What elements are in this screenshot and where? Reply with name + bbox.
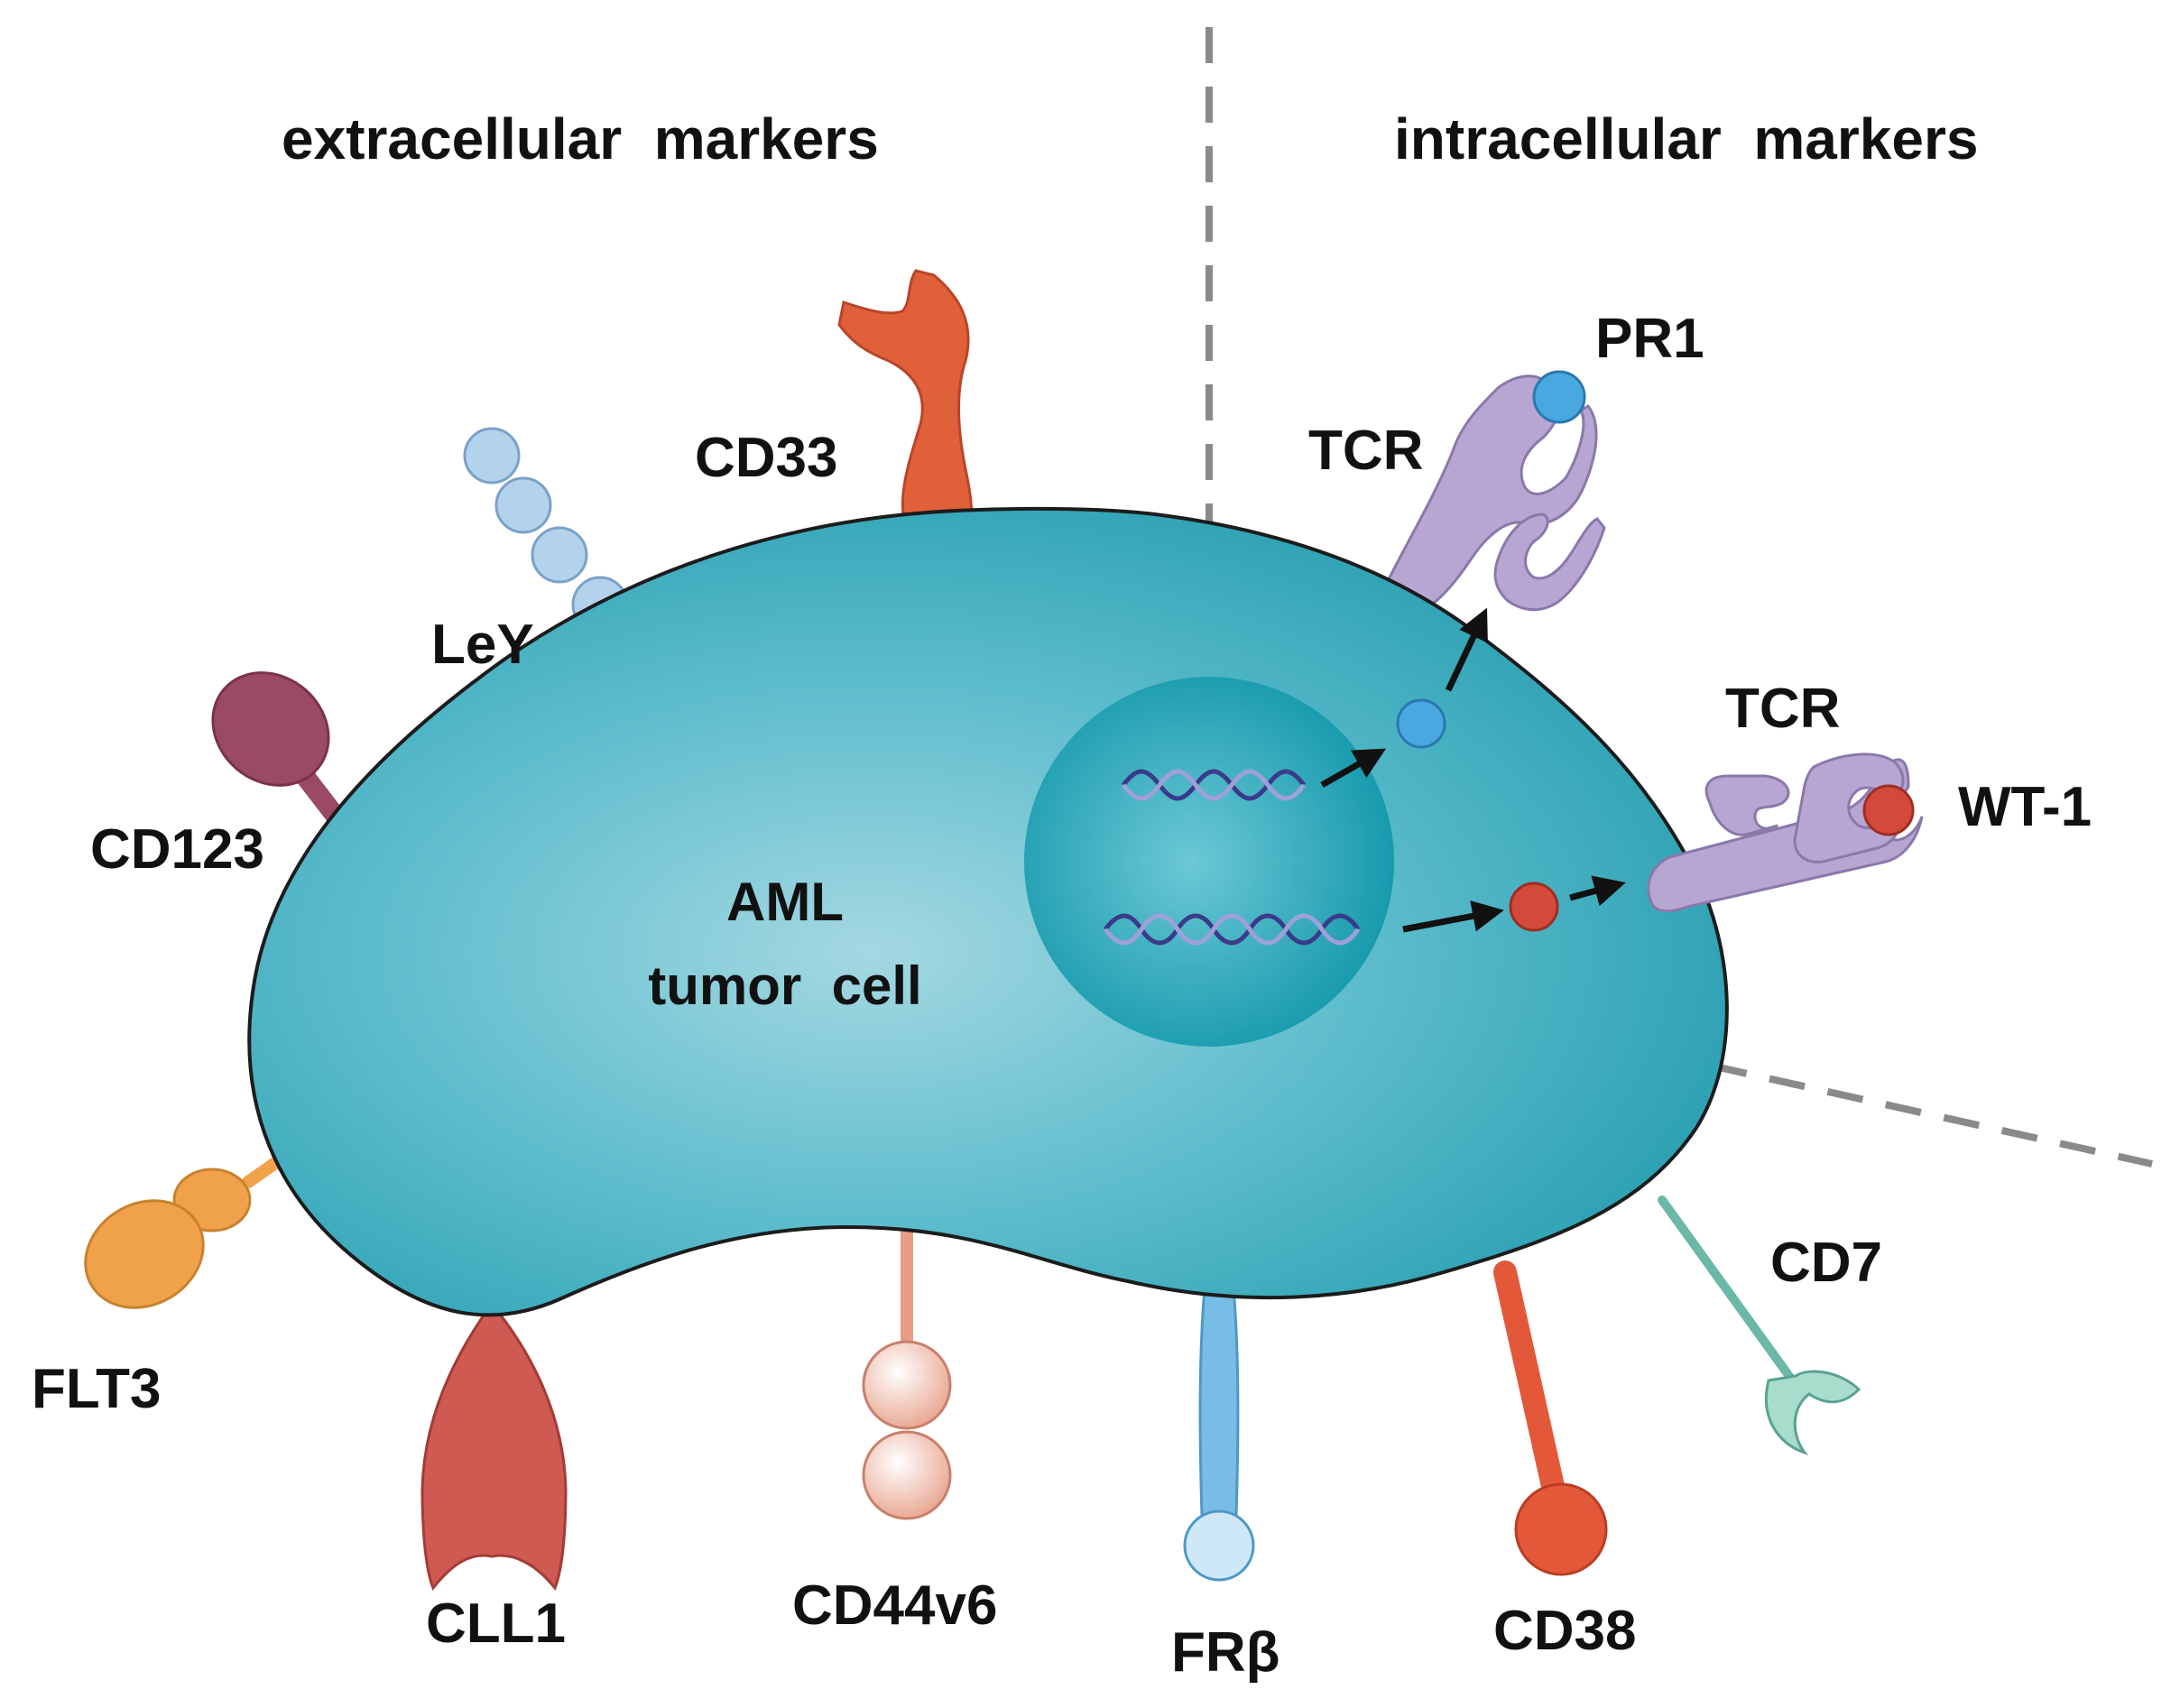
flt3-receptor xyxy=(84,1144,300,1309)
cd38-receptor xyxy=(1493,1260,1608,1576)
label-tcr-top: TCR xyxy=(1308,420,1423,482)
cell-label-line1: AML xyxy=(726,872,844,932)
label-cd123: CD123 xyxy=(90,818,264,881)
heading-extracellular: extracellular markers xyxy=(282,106,879,171)
pr1-molecule-cytoplasm xyxy=(1396,698,1446,749)
heading-intracellular: intracellular markers xyxy=(1394,106,1978,171)
label-tcr-right: TCR xyxy=(1725,678,1840,740)
wt1-antigen xyxy=(1862,784,1915,836)
label-pr1: PR1 xyxy=(1595,308,1704,370)
pr1-antigen xyxy=(1532,370,1586,424)
pathway-arrows xyxy=(1320,607,1626,933)
label-flt3: FLT3 xyxy=(32,1358,162,1420)
label-cd38: CD38 xyxy=(1493,1600,1637,1662)
aml-cell-body xyxy=(247,506,1729,1317)
label-cd7: CD7 xyxy=(1770,1232,1882,1294)
nucleus xyxy=(1024,677,1394,1047)
cll1-receptor xyxy=(420,1301,568,1591)
dna-helix-bottom xyxy=(1104,913,1361,946)
tcr-top-receptor xyxy=(1385,374,1606,615)
cd7-receptor xyxy=(1658,1196,1862,1455)
label-wt1: WT-1 xyxy=(1958,776,2092,838)
label-cd33: CD33 xyxy=(695,427,838,489)
label-cd44v6: CD44v6 xyxy=(792,1574,997,1637)
wt1-molecule-cytoplasm xyxy=(1509,882,1559,932)
dna-helix-top xyxy=(1122,769,1306,801)
label-cll1: CLL1 xyxy=(426,1593,566,1655)
label-ley: LeY xyxy=(431,614,534,676)
cell-label-line2: tumor cell xyxy=(648,956,921,1016)
label-frb: FRβ xyxy=(1171,1621,1280,1684)
cd44v6-receptor xyxy=(862,1221,952,1520)
